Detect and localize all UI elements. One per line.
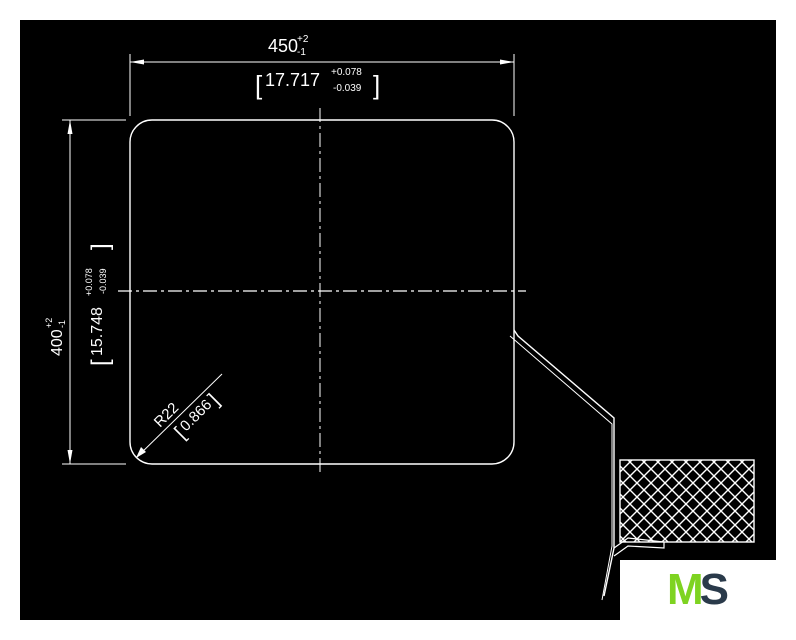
height-nominal: 400 bbox=[49, 329, 66, 356]
height-label-group: 400 +2 -1 bbox=[44, 318, 67, 356]
height-in-bracket-close: ] bbox=[87, 243, 114, 250]
height-arrow-bottom bbox=[67, 450, 73, 464]
width-tol-lower: -1 bbox=[297, 47, 306, 58]
width-in-bracket-close: ] bbox=[373, 70, 380, 100]
width-in-bracket-open: [ bbox=[255, 70, 263, 100]
sink-outline bbox=[129, 119, 515, 465]
width-nominal: 450 bbox=[268, 36, 298, 56]
sink-wall-section bbox=[513, 329, 615, 597]
height-arrow-top bbox=[67, 120, 73, 134]
radius-arrow bbox=[136, 447, 146, 458]
height-tol-lower: -1 bbox=[57, 320, 67, 328]
width-tol-upper: +2 bbox=[297, 34, 309, 45]
height-in-tol-upper: +0.078 bbox=[84, 268, 94, 296]
height-in-nominal: 15.748 bbox=[89, 307, 106, 356]
countertop-section bbox=[619, 459, 755, 543]
width-arrow-left bbox=[130, 59, 144, 65]
height-tol-upper: +2 bbox=[44, 318, 54, 328]
width-in-tol-upper: +0.078 bbox=[331, 67, 362, 78]
width-in-tol-lower: -0.039 bbox=[333, 83, 362, 94]
width-arrow-right bbox=[500, 59, 514, 65]
height-in-label-group: [ 15.748 +0.078 -0.039 ] bbox=[84, 243, 114, 366]
radius-leader bbox=[135, 373, 223, 459]
height-in-bracket-open: [ bbox=[87, 359, 114, 366]
radius-label: R22 bbox=[151, 399, 182, 430]
ms-logo: M S bbox=[620, 560, 776, 620]
radius-label-group: R22 bbox=[151, 399, 182, 430]
sink-wall-section-inner bbox=[509, 335, 613, 601]
logo-letter-s: S bbox=[699, 565, 729, 614]
logo-letter-m: M bbox=[666, 565, 704, 614]
mounting-clip bbox=[613, 537, 665, 557]
width-in-nominal: 17.717 bbox=[265, 70, 320, 90]
radius-in-value: 0.866 bbox=[177, 396, 216, 435]
height-in-tol-lower: -0.039 bbox=[98, 268, 108, 294]
